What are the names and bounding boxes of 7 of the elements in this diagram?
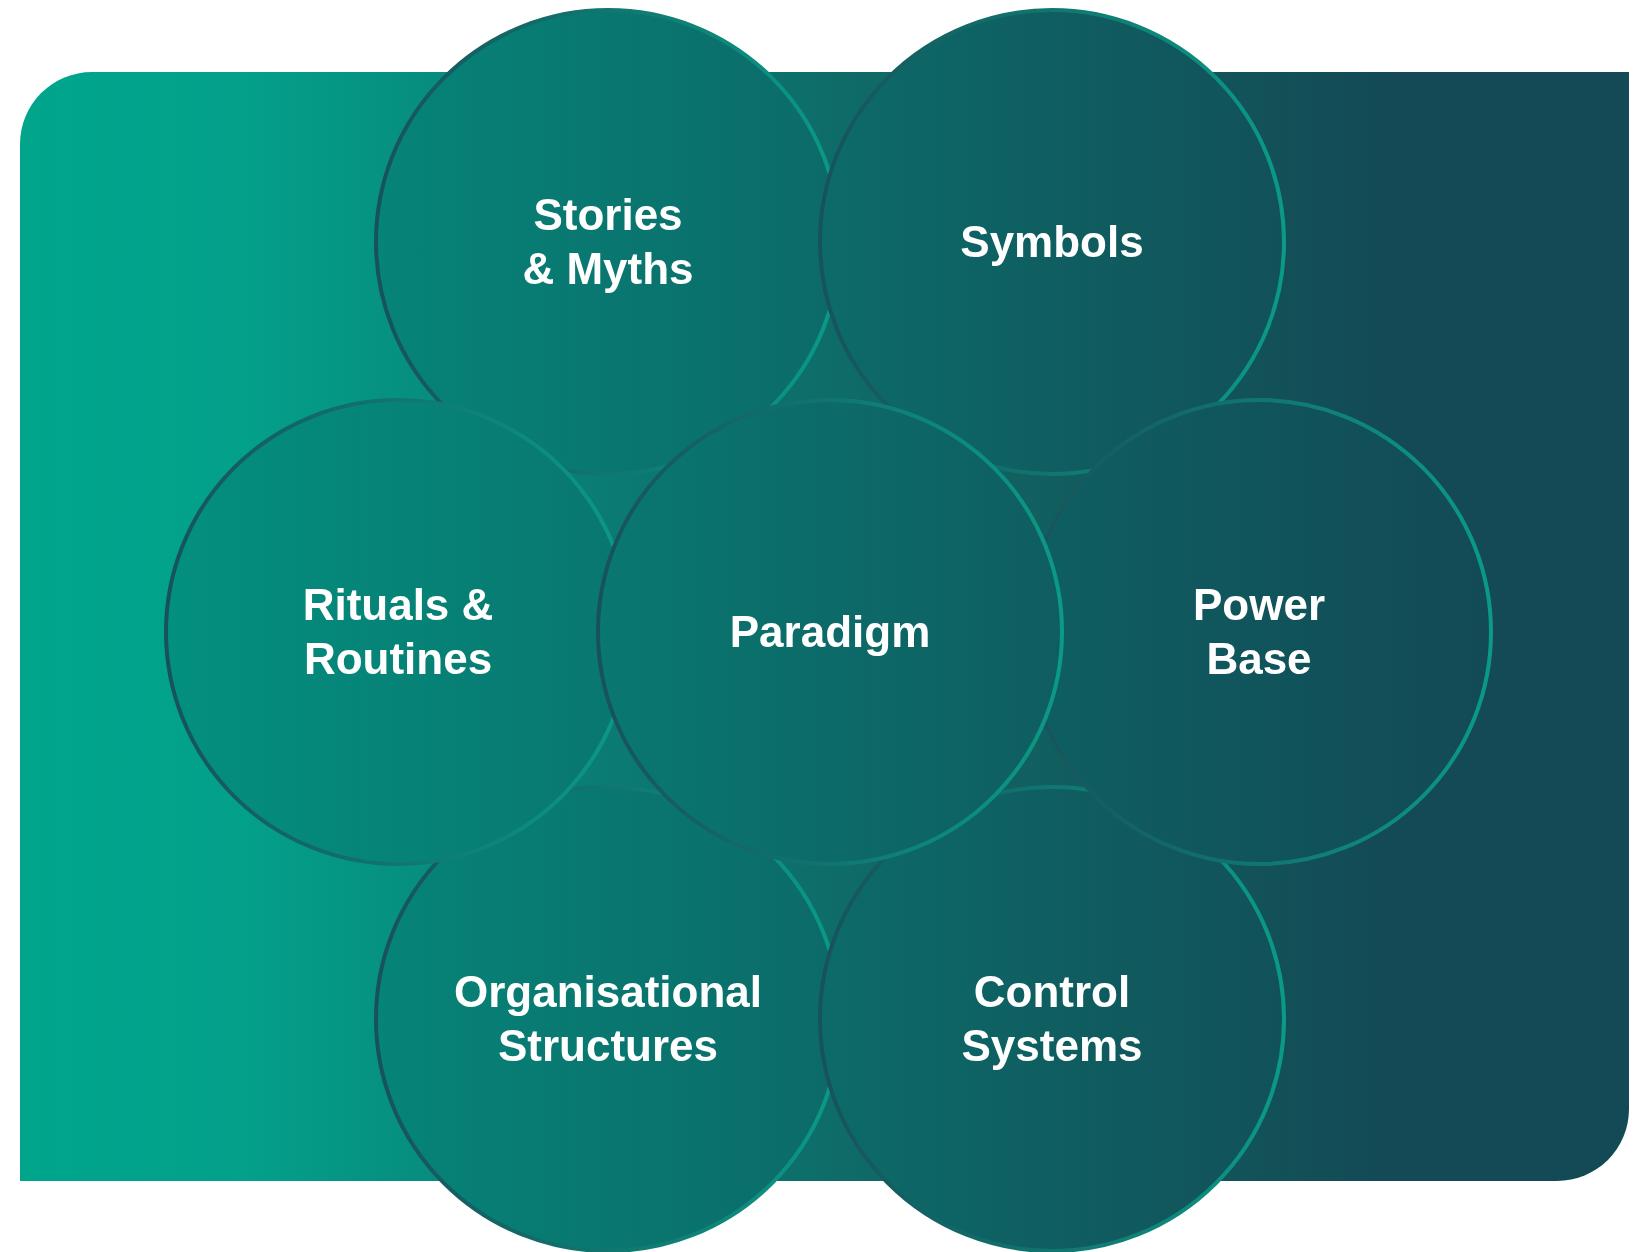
circle-label: Control Systems xyxy=(960,966,1144,1072)
circle-label: Stories & Myths xyxy=(521,189,695,295)
circle-label: Paradigm xyxy=(728,606,932,658)
circle-label: Symbols xyxy=(959,216,1145,268)
circle-label: Organisational Structures xyxy=(452,966,764,1072)
circle-label: Power Base xyxy=(1191,579,1326,685)
circle-label: Rituals & Routines xyxy=(301,579,495,685)
